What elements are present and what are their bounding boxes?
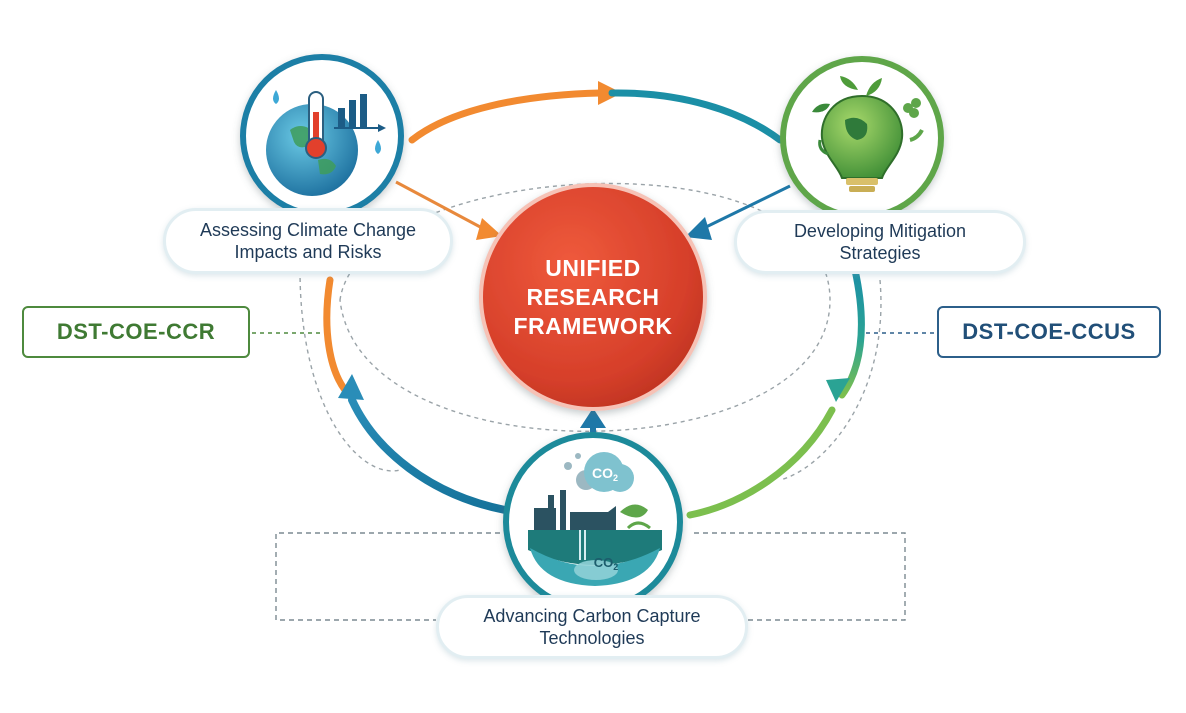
ccus-tag: DST-COE-CCUS bbox=[937, 306, 1161, 358]
center-line-1: UNIFIED bbox=[545, 254, 641, 281]
center-label: UNIFIED RESEARCH FRAMEWORK bbox=[480, 232, 706, 362]
center-circle bbox=[479, 183, 707, 411]
assess-to-center-arrow bbox=[395, 180, 485, 231]
assess-label-line-1: Assessing Climate Change bbox=[199, 220, 417, 240]
right-arc bbox=[838, 266, 865, 399]
capture-label-line-1: Advancing Carbon Capture bbox=[483, 606, 701, 626]
center-line-2: RESEARCH bbox=[526, 283, 660, 310]
capture-label-line-2: Technologies bbox=[539, 628, 645, 648]
orange-arc-top bbox=[408, 89, 604, 144]
assess-label: Assessing Climate Change Impacts and Ris… bbox=[163, 208, 453, 274]
mitigation-label-line-1: Developing Mitigation bbox=[793, 221, 967, 241]
thermometer-globe-icon bbox=[266, 90, 386, 196]
blue-arrowhead-left bbox=[338, 374, 364, 400]
capture-label: Advancing Carbon Capture Technologies bbox=[436, 595, 748, 659]
green-arc-bottom bbox=[686, 406, 836, 519]
co2-factory-storage-icon: CO2 CO2 bbox=[528, 452, 662, 586]
assess-label-line-2: Impacts and Risks bbox=[234, 242, 382, 262]
capture-to-center-arrowhead bbox=[580, 408, 606, 428]
mitigation-label: Developing Mitigation Strategies bbox=[734, 210, 1026, 274]
co2-cloud-label: CO2 bbox=[592, 465, 618, 483]
mitigation-label-line-2: Strategies bbox=[839, 243, 921, 263]
right-arrowhead bbox=[826, 378, 850, 402]
orange-arc-left bbox=[323, 276, 349, 394]
assess-node bbox=[240, 54, 404, 218]
blue-arc-left bbox=[348, 396, 509, 514]
outer-dashed-ring-right bbox=[779, 279, 882, 481]
assess-to-center-arrowhead bbox=[476, 218, 502, 240]
capture-node: CO2 CO2 bbox=[503, 432, 683, 612]
teal-arc-top bbox=[608, 89, 784, 144]
center-line-3: FRAMEWORK bbox=[513, 312, 673, 339]
green-lightbulb-icon bbox=[812, 76, 924, 192]
co2-storage-label: CO2 bbox=[594, 555, 619, 572]
bottom-dashed-connector bbox=[275, 532, 906, 621]
mitigation-to-center-arrowhead bbox=[685, 217, 712, 240]
mitigation-to-center-arrow bbox=[703, 184, 791, 230]
inner-dashed-ring bbox=[339, 182, 831, 432]
mitigation-node bbox=[780, 56, 944, 220]
outer-dashed-ring bbox=[299, 269, 401, 472]
ccr-tag: DST-COE-CCR bbox=[22, 306, 250, 358]
